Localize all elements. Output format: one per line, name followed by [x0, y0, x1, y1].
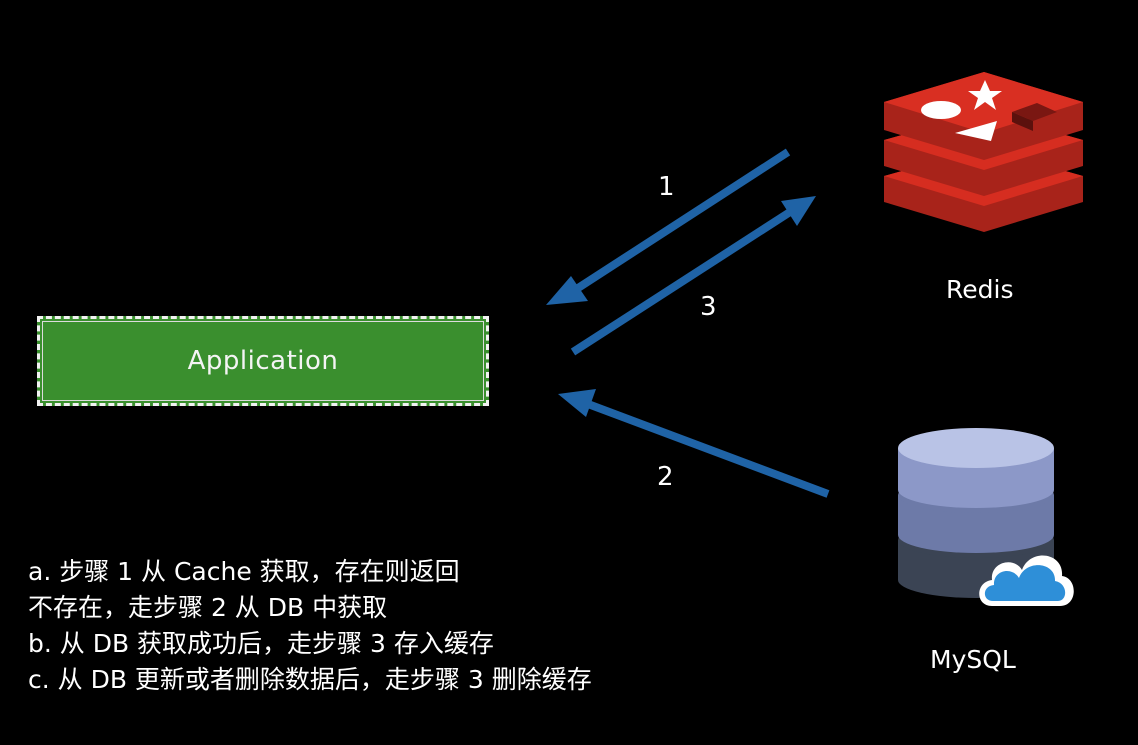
application-box: Application [37, 316, 489, 406]
note-line-a: a. 步骤 1 从 Cache 获取，存在则返回 [28, 557, 460, 586]
step-2-label: 2 [657, 462, 674, 492]
cloud-icon [979, 555, 1074, 606]
step-1-label: 1 [658, 172, 675, 202]
note-line-b: b. 从 DB 获取成功后，走步骤 3 存入缓存 [28, 629, 494, 658]
note-line-c: c. 从 DB 更新或者删除数据后，走步骤 3 删除缓存 [28, 665, 592, 694]
note-line-a-cont: 不存在，走步骤 2 从 DB 中获取 [28, 593, 388, 622]
arrow-step-1 [546, 148, 791, 305]
arrow-step-2 [558, 389, 830, 498]
redis-label: Redis [946, 275, 1014, 304]
arrow-step-3 [570, 196, 816, 356]
step-3-label: 3 [700, 292, 717, 322]
application-label: Application [187, 346, 339, 376]
notes-text: a. 步骤 1 从 Cache 获取，存在则返回 不存在，走步骤 2 从 DB … [28, 554, 592, 698]
redis-icon [884, 72, 1083, 232]
mysql-label: MySQL [930, 645, 1016, 674]
